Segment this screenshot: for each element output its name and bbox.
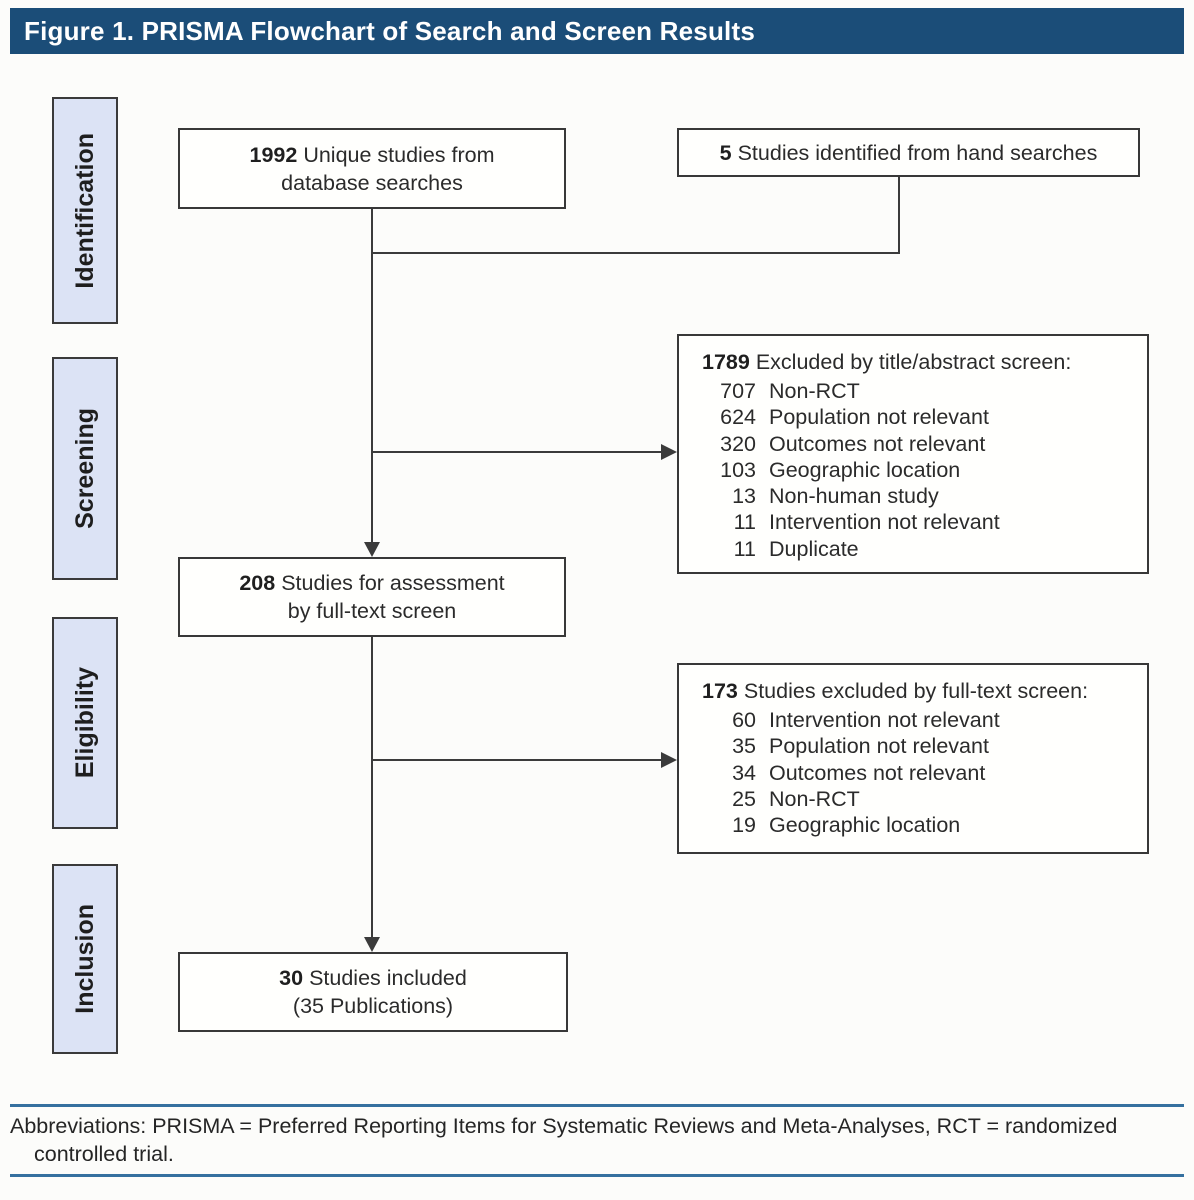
arrowhead-into-fulltext-exclusion <box>661 752 677 768</box>
box-text: Studies identified from hand searches <box>737 140 1098 165</box>
figure-title: Figure 1. PRISMA Flowchart of Search and… <box>10 8 1184 54</box>
exclusion-row: 35 Population not relevant <box>702 733 1139 759</box>
abbreviations-line: Abbreviations: PRISMA = Preferred Report… <box>10 1114 1118 1138</box>
box-hand-search-studies: 5 Studies identified from hand searches <box>677 128 1140 177</box>
reason-count: 11 <box>733 536 756 561</box>
reason-count: 34 <box>732 760 756 785</box>
box-text-line: 5 Studies identified from hand searches <box>720 139 1098 167</box>
reason-count: 103 <box>720 457 756 482</box>
study-count: 208 <box>239 571 276 595</box>
box-text-line: 30 Studies included <box>279 964 467 992</box>
box-text: Studies included <box>309 966 467 990</box>
box-text-line: 208 Studies for assessment <box>239 569 504 597</box>
exclusion-row: 103 Geographic location <box>702 457 1139 483</box>
stage-label-inclusion: Inclusion <box>52 864 118 1054</box>
connector-assessment-to-included-line <box>371 637 373 937</box>
reason-count: 60 <box>732 708 756 732</box>
box-title-abstract-exclusions: 1789 Excluded by title/abstract screen: … <box>677 334 1149 574</box>
reason-count: 320 <box>720 431 756 456</box>
stage-label-text: Inclusion <box>70 904 99 1014</box>
box-text: Studies excluded by full-text screen: <box>743 679 1089 703</box>
exclusion-row: 13 Non-human study <box>702 483 1139 509</box>
reason-count: 25 <box>732 786 756 811</box>
box-studies-included: 30 Studies included (35 Publications) <box>178 952 568 1032</box>
exclusion-heading: 173 Studies excluded by full-text screen… <box>702 678 1139 705</box>
exclusion-row: 707 Non-RCT <box>702 378 1139 404</box>
reason-count: 11 <box>733 510 756 535</box>
reason-label: Intervention not relevant <box>769 708 1000 732</box>
reason-label: Intervention not relevant <box>769 510 1000 535</box>
arrowhead-into-screen-exclusion <box>661 444 677 460</box>
reason-label: Non-RCT <box>769 379 860 403</box>
reason-label: Outcomes not relevant <box>769 760 986 785</box>
connector-to-fulltext-exclusion-line <box>372 759 661 761</box>
excluded-count: 1789 <box>702 350 750 374</box>
box-text-line: (35 Publications) <box>292 994 454 1018</box>
stage-label-text: Identification <box>70 132 99 289</box>
reason-label: Non-human study <box>769 484 939 509</box>
exclusion-heading: 1789 Excluded by title/abstract screen: <box>702 349 1139 376</box>
study-count: 1992 <box>249 142 298 167</box>
box-text: Studies for assessment <box>281 571 505 595</box>
box-text: Unique studies from <box>303 142 495 167</box>
footer-rule-top <box>10 1104 1184 1107</box>
box-text: Excluded by title/abstract screen: <box>755 350 1072 374</box>
reason-label: Outcomes not relevant <box>769 431 986 456</box>
reason-count: 35 <box>732 734 756 759</box>
reason-label: Non-RCT <box>769 786 860 811</box>
abbreviations-note: Abbreviations: PRISMA = Preferred Report… <box>10 1112 1184 1168</box>
reason-count: 13 <box>732 484 756 509</box>
exclusion-row: 25 Non-RCT <box>702 786 1139 812</box>
connector-hand-down-line <box>898 177 900 254</box>
abbreviations-line: controlled trial. <box>34 1142 174 1166</box>
box-text-line: by full-text screen <box>287 599 457 623</box>
connector-to-screen-exclusion-line <box>372 451 661 453</box>
excluded-count: 173 <box>702 679 738 703</box>
exclusion-row: 34 Outcomes not relevant <box>702 760 1139 786</box>
stage-label-text: Screening <box>70 408 99 529</box>
box-text-line: database searches <box>281 170 463 195</box>
exclusion-row: 11 Duplicate <box>702 536 1139 562</box>
box-fulltext-assessment: 208 Studies for assessment by full-text … <box>178 557 566 637</box>
box-text-line: 1992 Unique studies from <box>249 141 494 169</box>
connector-db-to-assessment-line <box>371 209 373 543</box>
box-database-studies: 1992 Unique studies from database search… <box>178 128 566 209</box>
reason-count: 624 <box>720 405 756 430</box>
study-count: 5 <box>719 140 732 165</box>
box-fulltext-exclusions: 173 Studies excluded by full-text screen… <box>677 663 1149 854</box>
exclusion-row: 624 Population not relevant <box>702 404 1139 430</box>
arrowhead-into-included <box>364 937 380 952</box>
study-count: 30 <box>279 966 304 990</box>
reason-label: Population not relevant <box>769 405 989 430</box>
reason-label: Population not relevant <box>769 734 989 759</box>
reason-label: Geographic location <box>769 813 961 838</box>
stage-label-screening: Screening <box>52 357 118 580</box>
stage-label-text: Eligibility <box>70 667 99 779</box>
exclusion-row: 11 Intervention not relevant <box>702 509 1139 535</box>
exclusion-row: 19 Geographic location <box>702 812 1139 838</box>
reason-count: 19 <box>732 813 756 838</box>
connector-hand-horizontal-line <box>372 252 900 254</box>
stage-label-eligibility: Eligibility <box>52 617 118 829</box>
reason-label: Geographic location <box>769 457 961 482</box>
reason-count: 707 <box>720 379 756 403</box>
arrowhead-into-assessment <box>364 542 380 557</box>
stage-label-identification: Identification <box>52 97 118 324</box>
footer-rule-bottom <box>10 1174 1184 1177</box>
reason-label: Duplicate <box>769 536 859 561</box>
exclusion-row: 60 Intervention not relevant <box>702 707 1139 733</box>
exclusion-row: 320 Outcomes not relevant <box>702 431 1139 457</box>
